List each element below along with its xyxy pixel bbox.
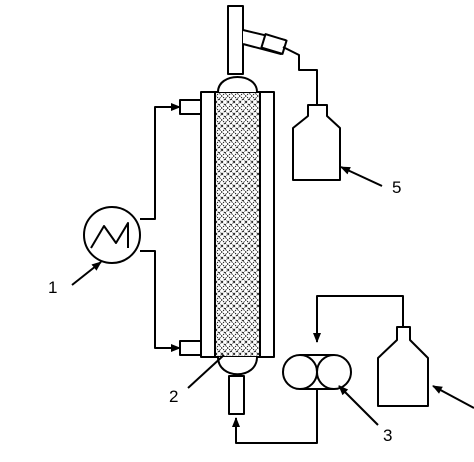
label-pump: 3 [383,426,392,445]
column-top-dome [217,76,258,93]
jacket-port-bottom [179,340,202,356]
reservoir-draw-line [313,295,404,343]
pump-roller-left [282,354,318,390]
leader-pump [338,385,379,426]
heater-return-line [140,103,181,220]
pump-to-column-line [232,389,318,444]
pump-roller-right [316,354,352,390]
jacket-port-top [179,99,202,115]
side-arm-joint [260,33,288,55]
heater-coil-icon [90,222,129,249]
collector-feed-line [282,46,321,139]
bottom-inlet-tube [228,375,245,415]
leader-collector [340,166,383,187]
leader-heater [71,261,102,286]
leader-reservoir [432,385,474,409]
column-bottom-dome [217,356,258,376]
top-outlet-tube [227,5,244,75]
leader-column [187,354,225,389]
label-heater: 1 [48,278,57,297]
heater-circle [83,206,141,264]
label-column: 2 [169,387,178,406]
collector-bottle [292,104,341,181]
reservoir-bottle [377,326,429,407]
heater-supply-line [140,250,181,352]
label-collector: 5 [392,178,401,197]
packed-bed [214,91,261,358]
